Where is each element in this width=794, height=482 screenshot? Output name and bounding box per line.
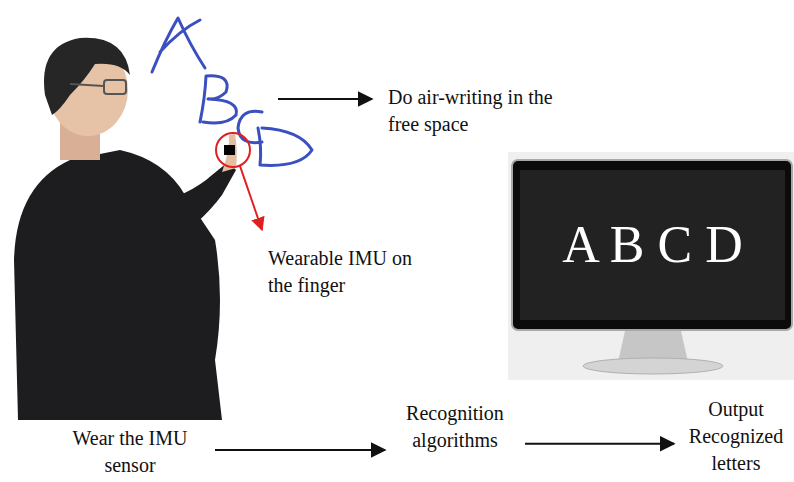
node-text: Wear the IMU sensor <box>55 425 205 479</box>
process-step: Recognition algorithms <box>395 400 515 454</box>
annotation: Do air-writing in the free space <box>388 84 573 138</box>
monitor-screen-text: A B C D <box>520 170 785 320</box>
highlight-circle <box>216 133 250 167</box>
air-writing-strokes <box>152 18 312 165</box>
photo-ground <box>508 152 794 380</box>
person-figure <box>14 38 237 420</box>
label-text: Do air-writing in the free space <box>388 84 573 138</box>
monitor-bezel <box>512 160 792 330</box>
node-text: A B C D <box>562 215 743 275</box>
stroke-b <box>200 76 236 123</box>
stroke-a <box>152 18 205 72</box>
callout-arrow <box>240 166 262 230</box>
process-step: Output Recognized letters <box>684 396 788 477</box>
flow-arrow <box>215 449 385 451</box>
stroke-d <box>258 128 312 165</box>
hair <box>44 38 130 115</box>
leader-arrow <box>278 98 372 100</box>
label-text: Wearable IMU on the finger <box>268 245 438 299</box>
raised-arm <box>150 162 236 245</box>
glasses <box>104 80 126 94</box>
imu-sensor <box>224 145 235 155</box>
glasses-arm <box>70 84 104 86</box>
annotation: Wearable IMU on the finger <box>268 245 438 299</box>
monitor-screen <box>520 170 785 320</box>
node-text: Recognition algorithms <box>395 400 515 454</box>
monitor-base <box>583 358 723 374</box>
flow-arrow <box>525 443 674 445</box>
monitor-neck <box>618 331 688 362</box>
node-text: Output Recognized letters <box>684 396 788 477</box>
monitor-figure <box>508 152 794 380</box>
process-step: Wear the IMU sensor <box>55 425 205 479</box>
